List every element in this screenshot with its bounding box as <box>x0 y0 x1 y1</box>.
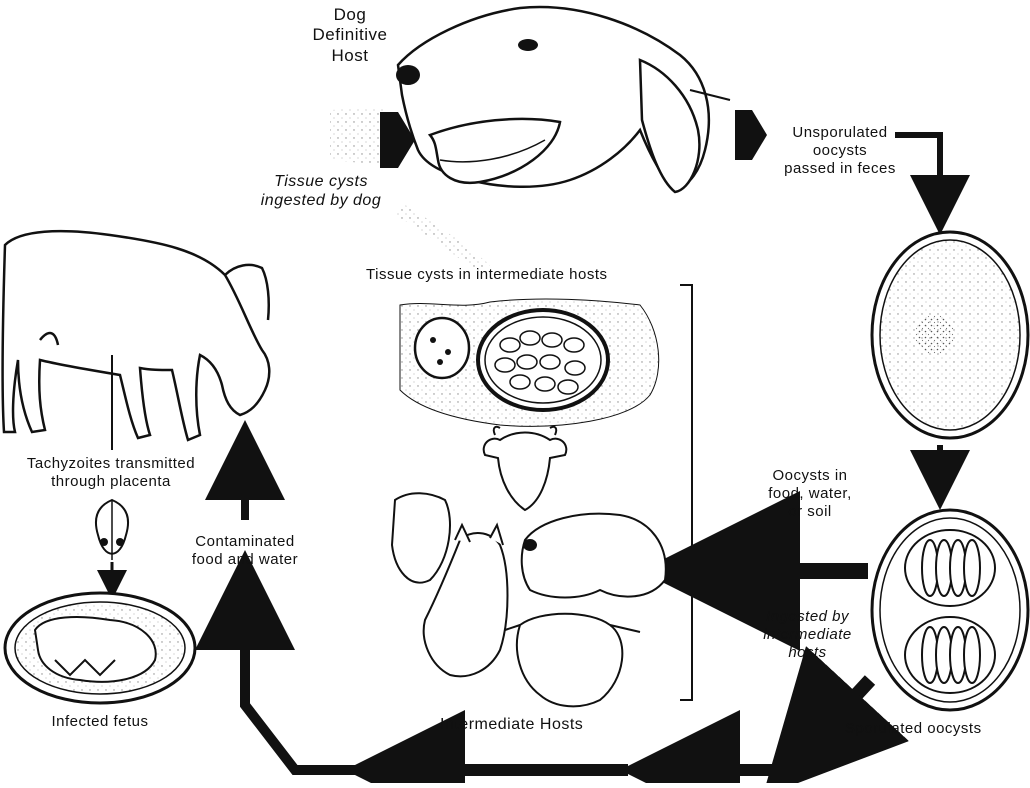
tachyzoites-icon <box>94 498 130 560</box>
tissue-cyst-icon <box>399 298 660 427</box>
contaminated-food-water-label: Contaminated food and water <box>191 533 299 568</box>
tissue-cysts-intermediate-label: Tissue cysts in intermediate hosts <box>366 266 608 283</box>
cow-icon <box>1 229 271 442</box>
dog-definitive-host-label: Dog Definitive Host <box>312 5 388 65</box>
intermediate-host-animals-icon <box>390 425 667 708</box>
unsporulated-oocyst-icon <box>870 230 1030 440</box>
tissue-cysts-ingested-label: Tissue cysts ingested by dog <box>260 173 382 210</box>
intermediate-hosts-label: Intermediate Hosts <box>440 716 584 733</box>
infected-fetus-label: Infected fetus <box>51 713 149 730</box>
unsporulated-oocysts-label: Unsporulated oocysts passed in feces <box>784 124 896 177</box>
sporulated-oocysts-label: Sporulated oocysts <box>845 720 982 737</box>
tachyzoites-label: Tachyzoites transmitted through placenta <box>26 455 196 490</box>
fetus-in-uterus-icon <box>3 591 197 705</box>
dog-head-icon <box>396 5 731 194</box>
sporulated-oocyst-icon <box>870 508 1030 712</box>
oocysts-in-food-label: Oocysts in food, water, or soil <box>768 467 852 520</box>
ingested-by-intermediate-label: Ingested by intermediate hosts <box>763 608 852 661</box>
